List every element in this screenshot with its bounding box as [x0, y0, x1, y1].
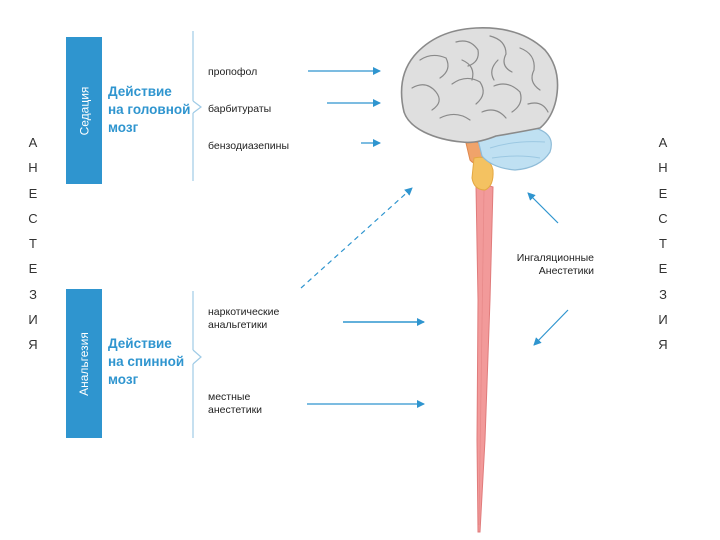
- narcotics-to-brain-dashed-arrow: [300, 187, 413, 289]
- inhalational-to-spine-arrow: [533, 309, 569, 346]
- analgesia-bracket: [192, 291, 202, 438]
- left-letter: С: [28, 210, 38, 226]
- left-letter: Е: [28, 261, 38, 277]
- right-letter: Н: [658, 160, 668, 176]
- drug-propofol: пропофол: [208, 66, 258, 78]
- right-letter: С: [658, 210, 668, 226]
- drug-narcotic-analgesics: наркотические анальгетики: [208, 306, 280, 331]
- left-letter: Я: [28, 337, 38, 353]
- left-letter: Н: [28, 160, 38, 176]
- inhalational-to-brain-arrow: [527, 192, 559, 224]
- left-letter: И: [28, 312, 38, 328]
- left-letter: А: [28, 135, 38, 150]
- inhalational-anesthetics-label: Ингаляционные Анестетики: [516, 252, 594, 277]
- left-letter: Е: [28, 185, 38, 201]
- right-letter: А: [658, 135, 668, 150]
- right-vertical-title: А Н Е С Т Е З И Я: [656, 130, 670, 358]
- spinal-cord: [475, 184, 494, 533]
- right-letter: Е: [658, 185, 668, 201]
- spinal-action-title: Действие на спинной мозг: [108, 336, 185, 387]
- right-letter: И: [658, 312, 668, 328]
- brain-action-title: Действие на головной мозг: [108, 84, 191, 135]
- brain-gyri: [411, 35, 549, 121]
- right-letter: З: [659, 286, 667, 302]
- right-letter: Я: [658, 337, 668, 353]
- left-letter: Т: [29, 236, 37, 252]
- analgesia-band: [66, 289, 102, 438]
- left-vertical-title: А Н Е С Т Е З И Я: [26, 130, 40, 358]
- drug-local-anesthetics: местные анестетики: [208, 391, 263, 416]
- right-letter: Т: [659, 236, 667, 252]
- drug-barbiturates: барбитураты: [208, 103, 272, 115]
- left-letter: З: [29, 286, 37, 302]
- sedation-bracket: [192, 31, 202, 181]
- sedation-band: [66, 37, 102, 184]
- drug-benzodiazepines: бензодиазепины: [208, 140, 289, 152]
- right-letter: Е: [658, 261, 668, 277]
